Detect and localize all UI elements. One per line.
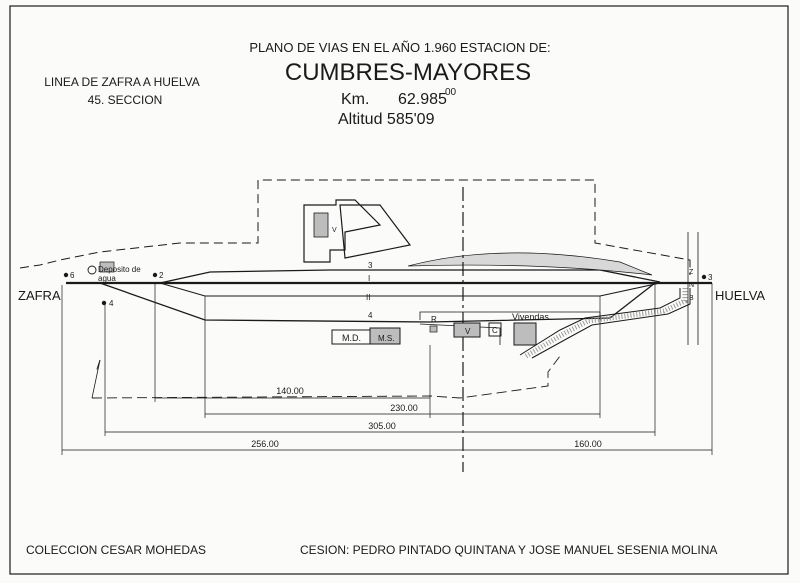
switch-2-label: 2	[159, 271, 164, 280]
station-boundary-top	[19, 179, 691, 275]
switch-4-marker	[101, 300, 107, 306]
km-label: Km.	[341, 91, 369, 108]
deposito-label: Deposito de	[98, 265, 141, 274]
dim-256: 256.00	[251, 439, 279, 449]
footer-credit: CESION: PEDRO PINTADO QUINTANA Y JOSE MA…	[300, 543, 717, 557]
track-4-label: 4	[368, 311, 373, 320]
track-I-label: I	[368, 274, 370, 283]
switch-3-marker	[701, 274, 707, 280]
water-tank-icon	[87, 265, 97, 275]
line-name: LINEA DE ZAFRA A HUELVA	[44, 75, 200, 89]
line-section: 45. SECCION	[88, 93, 163, 107]
endpoint-huelva: HUELVA	[715, 288, 765, 303]
station-boundary-bottom	[91, 355, 561, 399]
track-II-label: II	[366, 293, 370, 302]
endpoint-zafra: ZAFRA	[18, 288, 61, 303]
yard-enclosure	[339, 204, 412, 259]
track-3-label: 3	[368, 261, 373, 270]
building-v	[453, 322, 481, 338]
dim-305: 305.00	[368, 421, 396, 431]
dim-160: 160.00	[574, 439, 602, 449]
label-r: R	[431, 315, 437, 324]
label-v-small: V	[332, 227, 337, 234]
switch-4-label: 4	[109, 299, 114, 308]
warehouse-outline	[303, 199, 382, 263]
siding-track-4	[99, 282, 656, 323]
road-edge-inner	[531, 288, 691, 359]
label-b: B	[689, 295, 694, 302]
siding-track-3	[159, 269, 661, 284]
embankment-hatched	[407, 252, 653, 276]
altitude: Altitud 585'09	[338, 111, 435, 128]
dim-230: 230.00	[390, 403, 418, 413]
road-hatched	[524, 288, 688, 359]
switch-6-label: 6	[70, 271, 75, 280]
label-v: V	[465, 327, 471, 336]
footer-collection: COLECCION CESAR MOHEDAS	[26, 543, 206, 557]
building-vivendas	[513, 322, 537, 346]
switch-3-label: 3	[708, 273, 713, 282]
plan-title: PLANO DE VIAS EN EL AÑO 1.960 ESTACION D…	[249, 40, 550, 55]
building-r	[429, 325, 438, 333]
station-name: CUMBRES-MAYORES	[285, 59, 531, 86]
dim-140: 140.00	[276, 386, 304, 396]
label-ms: M.S.	[378, 334, 394, 343]
switch-6-marker	[63, 272, 69, 278]
building-c	[488, 322, 502, 337]
deposito-label-2: agua	[98, 274, 116, 283]
passing-track-II	[159, 282, 661, 297]
label-vivendas: Vivendas	[512, 312, 549, 322]
boundary-left-edge	[91, 359, 101, 399]
km-superscript: 00	[445, 87, 457, 98]
label-n: N	[689, 282, 694, 289]
switch-2-marker	[152, 272, 158, 278]
water-tank-building	[99, 261, 115, 273]
label-z: Z	[689, 269, 694, 276]
building-hatched-top	[313, 212, 329, 238]
label-md: M.D.	[342, 333, 361, 343]
km-value: 62.985	[398, 91, 447, 108]
label-c: C	[492, 326, 498, 335]
building-ms	[369, 327, 401, 345]
sheet-border	[9, 5, 789, 575]
platform-spur	[419, 323, 501, 345]
road-edge-outer	[519, 288, 681, 356]
